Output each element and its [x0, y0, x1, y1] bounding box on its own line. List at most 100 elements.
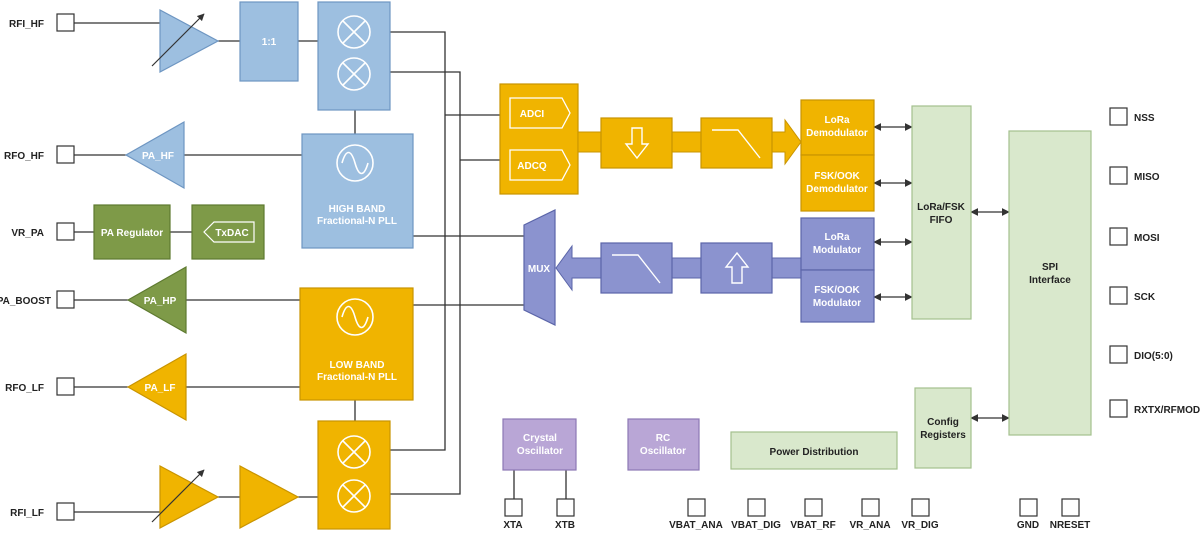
- pin-label-rfo-hf: RFO_HF: [4, 151, 44, 162]
- fifo-line2: FIFO: [930, 215, 953, 226]
- pin-box-sck: [1109, 286, 1128, 305]
- config-line2: Registers: [920, 430, 966, 441]
- pin-label-vbat-ana: VBAT_ANA: [669, 520, 723, 531]
- down-arrow-icon: [624, 127, 650, 160]
- tx-filter-block: [600, 242, 673, 294]
- pin-box-nreset: [1061, 498, 1080, 517]
- pin-box-pa-boost: [56, 290, 75, 309]
- fifo-line1: LoRa/FSK: [917, 202, 966, 213]
- high-band-pll-line2: Fractional-N PLL: [317, 216, 397, 227]
- mixer-icon: [337, 57, 371, 91]
- pin-box-gnd: [1019, 498, 1038, 517]
- config-registers-block: Config Registers: [914, 387, 972, 469]
- txdac-block: TxDAC: [191, 204, 265, 260]
- fsk-demod-line1: FSK/OOK: [814, 171, 860, 182]
- spi-interface-block: SPI Interface: [1008, 130, 1092, 436]
- lora-mod-line1: LoRa: [825, 232, 850, 243]
- lna-lf: [151, 464, 220, 530]
- sine-wave-icon: [336, 144, 374, 182]
- pin-label-sck: SCK: [1134, 292, 1156, 303]
- pin-label-rfo-lf: RFO_LF: [5, 383, 44, 394]
- pin-label-xta: XTA: [503, 520, 522, 531]
- pin-box-rfi-lf: [56, 502, 75, 521]
- lora-demod-line1: LoRa: [825, 115, 850, 126]
- lora-demodulator-block: LoRa Demodulator: [800, 99, 875, 156]
- rc-oscillator-block: RC Oscillator: [627, 418, 700, 471]
- hf-mixer-block: [317, 1, 391, 111]
- adci-label: ADCI: [520, 109, 545, 120]
- lowpass-filter-icon: [612, 254, 661, 284]
- sine-wave-icon: [336, 298, 374, 336]
- pin-label-miso: MISO: [1134, 172, 1160, 183]
- pin-label-xtb: XTB: [555, 520, 575, 531]
- fsk-modulator-block: FSK/OOK Modulator: [800, 269, 875, 323]
- up-arrow-icon: [724, 251, 750, 284]
- pin-rfo-lf: RFO_LF: [5, 377, 75, 396]
- high-band-pll-line1: HIGH BAND: [329, 204, 386, 215]
- pin-label-dio: DIO(5:0): [1134, 351, 1173, 362]
- crystal-oscillator-block: Crystal Oscillator: [502, 418, 577, 471]
- pin-box-vbat-rf: [804, 498, 823, 517]
- mixer-icon: [337, 15, 371, 49]
- pin-box-rfi-hf: [56, 13, 75, 32]
- power-distribution-label: Power Distribution: [770, 447, 859, 458]
- pin-box-vbat-dig: [747, 498, 766, 517]
- crystal-line1: Crystal: [523, 433, 557, 444]
- mux-block: MUX: [523, 209, 556, 326]
- low-band-pll-line2: Fractional-N PLL: [317, 372, 397, 383]
- high-band-pll-block: HIGH BAND Fractional-N PLL: [301, 133, 414, 249]
- pin-label-rxtx: RXTX/RFMOD: [1134, 405, 1200, 416]
- lna-lf-triangle: [159, 464, 220, 530]
- lora-mod-line2: Modulator: [813, 245, 861, 256]
- fsk-mod-line2: Modulator: [813, 298, 861, 309]
- lf-buffer-amp: [239, 464, 300, 530]
- low-band-pll-block: LOW BAND Fractional-N PLL: [299, 287, 414, 401]
- rx-filter-block: [700, 117, 773, 169]
- pin-label-nreset: NRESET: [1050, 520, 1091, 531]
- variable-gain-arrow-icon: [151, 13, 205, 67]
- rc-line1: RC: [656, 433, 670, 444]
- pa-lf-amp: PA_LF: [126, 352, 187, 422]
- lna-hf: [151, 8, 220, 74]
- pin-label-vr-dig: VR_DIG: [901, 520, 938, 531]
- pin-pa-boost: PA_BOOST: [0, 290, 75, 309]
- pin-box-dio: [1109, 345, 1128, 364]
- pin-box-nss: [1109, 107, 1128, 126]
- pin-label-vbat-dig: VBAT_DIG: [731, 520, 781, 531]
- bottom-pins: XTA XTB VBAT_ANA VBAT_DIG VBAT_RF VR_ANA…: [503, 498, 1091, 531]
- lowpass-filter-icon: [712, 129, 761, 159]
- fifo-block: LoRa/FSK FIFO: [911, 105, 972, 320]
- power-distribution-block: Power Distribution: [730, 431, 898, 470]
- rc-line2: Oscillator: [640, 446, 686, 457]
- pin-rfi-lf: RFI_LF: [10, 502, 75, 521]
- lora-modulator-block: LoRa Modulator: [800, 217, 875, 271]
- spi-line1: SPI: [1042, 262, 1058, 273]
- pin-label-nss: NSS: [1134, 113, 1155, 124]
- ratio-label: 1:1: [262, 37, 277, 48]
- pin-box-mosi: [1109, 227, 1128, 246]
- pin-box-rfo-hf: [56, 145, 75, 164]
- adc-shape-icon: [509, 97, 571, 129]
- variable-gain-arrow-icon: [151, 469, 205, 523]
- pin-label-mosi: MOSI: [1134, 233, 1160, 244]
- pa-lf-label: PA_LF: [145, 383, 176, 394]
- pin-label-vr-ana: VR_ANA: [849, 520, 890, 531]
- pa-hp-amp: PA_HP: [126, 265, 187, 335]
- fsk-mod-line1: FSK/OOK: [814, 285, 860, 296]
- pa-hf-label: PA_HF: [142, 151, 174, 162]
- txdac-shape-icon: [203, 221, 255, 243]
- wires: [74, 22, 1010, 513]
- spi-line2: Interface: [1029, 275, 1071, 286]
- interpolator-block: [700, 242, 773, 294]
- pin-label-vr-pa: VR_PA: [11, 228, 44, 239]
- lora-demod-line2: Demodulator: [806, 128, 868, 139]
- pin-rfi-hf: RFI_HF: [9, 13, 75, 32]
- pin-box-vr-dig: [911, 498, 930, 517]
- pin-label-gnd: GND: [1017, 520, 1039, 531]
- pin-box-miso: [1109, 166, 1128, 185]
- pin-box-vbat-ana: [687, 498, 706, 517]
- right-pins: NSS MISO MOSI SCK DIO(5:0) RXTX/RFMOD: [1109, 107, 1200, 418]
- pin-label-pa-boost: PA_BOOST: [0, 296, 51, 307]
- lf-mixer-block: [317, 420, 391, 530]
